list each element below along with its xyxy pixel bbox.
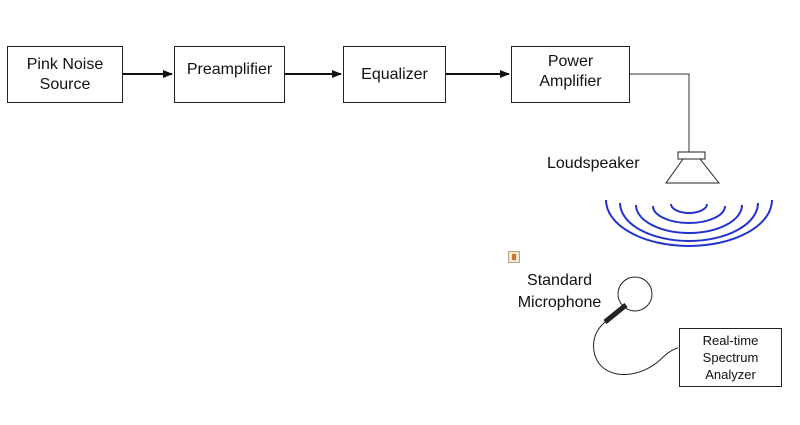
microphone-label-line1: Standard [527, 272, 592, 289]
microphone-label-line2: Microphone [517, 294, 602, 311]
equalizer-label: Equalizer [361, 65, 428, 83]
spectrum-analyzer-box: Real-time Spectrum Analyzer [679, 328, 782, 387]
microphone-cable [593, 321, 679, 375]
power-amplifier-box: Power Amplifier [511, 46, 630, 103]
sound-waves [605, 199, 773, 247]
microphone-icon [603, 276, 653, 324]
equalizer-box: Equalizer [343, 46, 446, 103]
pink-noise-source-line1: Pink Noise [26, 55, 104, 73]
power-amplifier-line1: Power [547, 53, 594, 70]
analyzer-line1: Real-time [702, 333, 759, 348]
analyzer-line2: Spectrum [702, 350, 759, 365]
pink-noise-source-line2: Source [39, 75, 91, 93]
preamplifier-label: Preamplifier [186, 61, 273, 78]
power-amplifier-line2: Amplifier [539, 73, 602, 90]
preamplifier-box: Preamplifier [174, 46, 285, 103]
loudspeaker-icon [665, 151, 721, 184]
analyzer-line3: Analyzer [705, 367, 756, 382]
loudspeaker-label: Loudspeaker [547, 155, 640, 172]
pink-noise-source-box: Pink Noise Source [7, 46, 123, 103]
speaker-cable [630, 73, 690, 152]
microphone-label: Standard Microphone [508, 270, 611, 314]
clipboard-icon [508, 251, 520, 263]
